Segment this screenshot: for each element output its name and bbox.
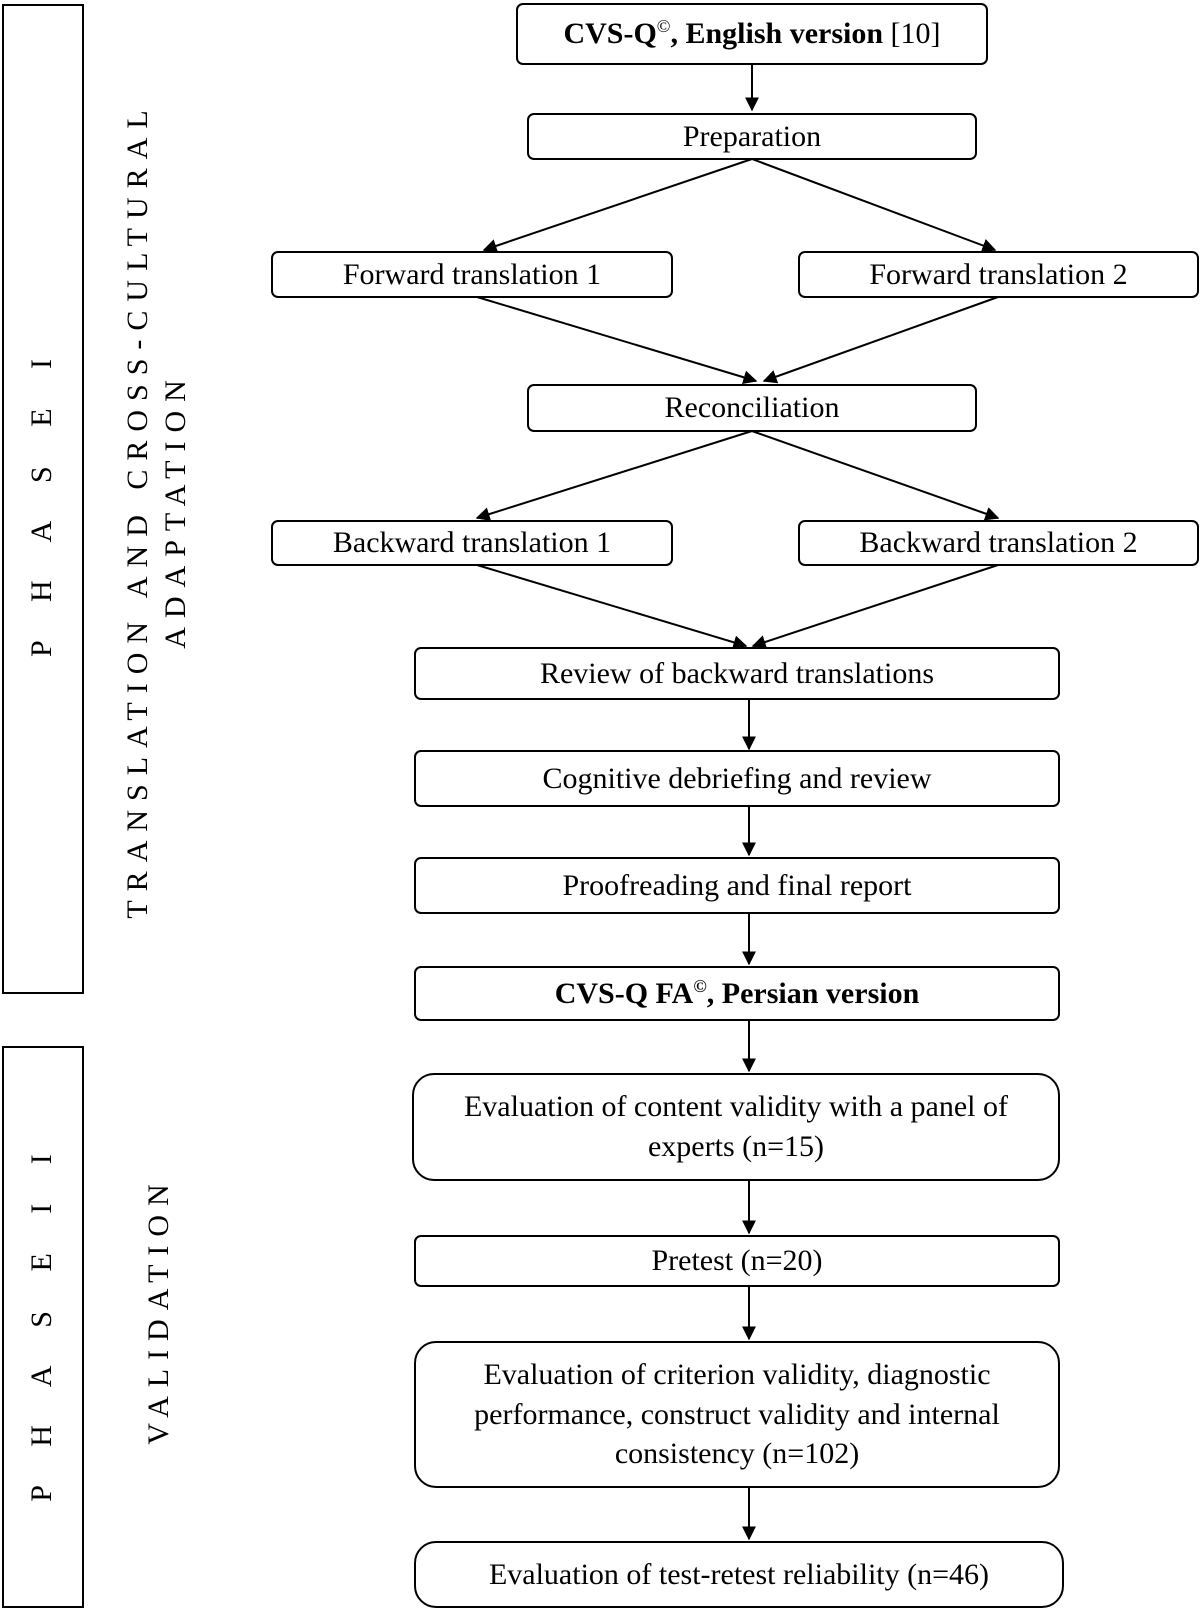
persian-version-label: , Persian version: [706, 976, 920, 1010]
node-test-retest: Evaluation of test-retest reliability (n…: [414, 1541, 1064, 1608]
phase-1-box: [2, 4, 84, 994]
node-cognitive-debriefing: Cognitive debriefing and review: [414, 750, 1060, 807]
persian-title: CVS-Q FA: [554, 976, 694, 1010]
arrow-preparation-forward1: [482, 158, 753, 253]
node-forward-translation-2: Forward translation 2: [798, 251, 1199, 298]
source-reference: [10]: [883, 17, 941, 51]
phase-2-box: [2, 1046, 84, 1608]
node-proofreading: Proofreading and final report: [414, 857, 1060, 914]
node-preparation: Preparation: [527, 113, 977, 160]
node-forward-translation-1: Forward translation 1: [271, 251, 673, 298]
node-source-english: CVS-Q©, English version [10]: [516, 3, 988, 65]
persian-copyright: ©: [693, 975, 707, 996]
node-backward-translation-1: Backward translation 1: [271, 520, 673, 566]
arrow-backward2-review: [751, 564, 999, 649]
node-pretest: Pretest (n=20): [414, 1235, 1060, 1287]
source-copyright: ©: [656, 16, 671, 37]
node-review-backward-translations: Review of backward translations: [414, 647, 1060, 700]
arrow-preparation-forward2: [751, 158, 997, 253]
arrow-reconciliation-backward1: [475, 430, 753, 521]
arrow-forward2-reconciliation: [762, 296, 999, 384]
source-title: CVS-Q: [563, 17, 657, 51]
node-persian-version: CVS-Q FA©, Persian version: [414, 966, 1060, 1021]
node-reconciliation: Reconciliation: [527, 384, 977, 432]
arrow-backward1-review: [476, 564, 748, 650]
node-criterion-validity: Evaluation of criterion validity, diagno…: [414, 1341, 1060, 1488]
source-version: , English version: [670, 17, 884, 51]
node-backward-translation-2: Backward translation 2: [798, 520, 1199, 566]
node-content-validity: Evaluation of content validity with a pa…: [412, 1073, 1060, 1181]
arrow-forward1-reconciliation: [476, 296, 758, 385]
arrow-reconciliation-backward2: [751, 430, 1000, 521]
